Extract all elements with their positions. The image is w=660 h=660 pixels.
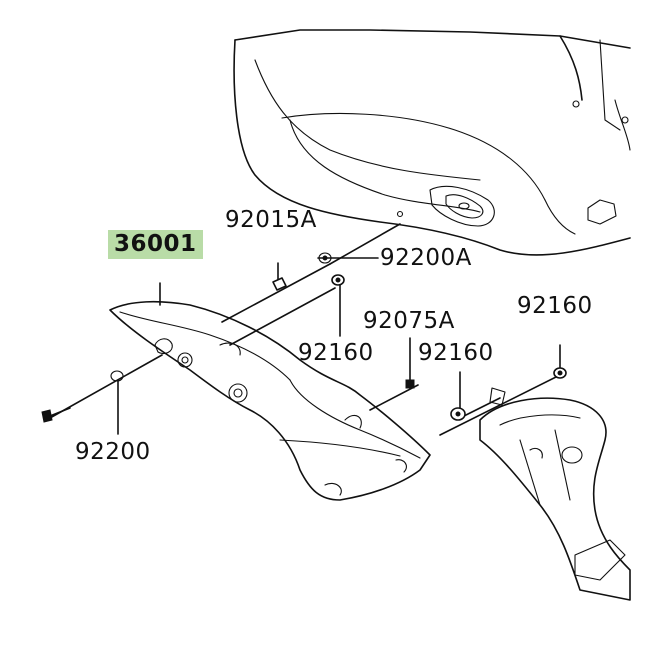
part-label-92075A: 92075A [363,308,455,334]
part-label-92200A: 92200A [380,245,472,271]
part-label-92200: 92200 [75,439,151,465]
part-label-36001: 36001 [108,230,203,259]
fasteners [41,252,567,423]
part-label-92160-mid: 92160 [418,340,494,366]
leader-lines [49,223,561,436]
part-label-92160-top-right: 92160 [517,293,593,319]
bolt-92200 [41,407,71,423]
bolt-92075A [405,379,415,389]
side-cover-shape [109,300,431,501]
washer-92200 [110,370,124,382]
part-label-92160-left: 92160 [298,340,374,366]
frame-bracket-shape [479,387,631,601]
collar-92015A [272,277,287,291]
part-label-92015A: 92015A [225,207,317,233]
fuel-tank-outline [233,29,631,256]
washer-92200A [318,252,332,264]
